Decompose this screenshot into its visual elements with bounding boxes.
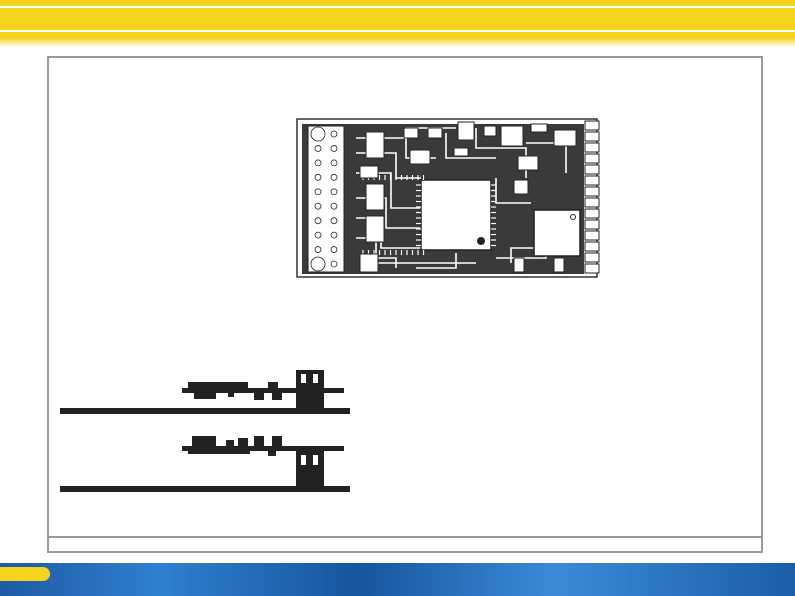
component: [428, 128, 442, 138]
header-pin: [315, 232, 321, 238]
header-pin: [315, 218, 321, 224]
header-pin: [315, 203, 321, 209]
carrier-board: [60, 486, 350, 492]
pcb-top-view: [296, 118, 606, 280]
edge-pad: [585, 198, 599, 207]
header-band: [0, 0, 795, 38]
pin-header: [308, 126, 344, 272]
header-pin: [331, 145, 337, 151]
header-pin: [315, 145, 321, 151]
component: [531, 124, 547, 132]
edge-pad: [585, 143, 599, 152]
page-number-tab: [0, 567, 50, 581]
carrier-board: [60, 408, 350, 414]
side-view-connector-bottom: [58, 432, 352, 494]
header-pin: [331, 261, 337, 267]
connector-plug: [296, 393, 324, 408]
component: [366, 184, 384, 210]
component: [484, 126, 496, 136]
components-bottom: [188, 451, 250, 454]
edge-pad: [585, 121, 599, 130]
component: [360, 166, 378, 178]
header-fade: [0, 38, 795, 47]
component: [554, 130, 576, 146]
connector-socket: [296, 370, 324, 388]
decoder-pcb: [182, 446, 344, 451]
component: [360, 254, 378, 272]
edge-pad: [585, 154, 599, 163]
header-stripe: [0, 30, 795, 32]
component: [366, 216, 384, 242]
component: [458, 122, 474, 140]
components-top: [188, 382, 248, 388]
edge-pad: [585, 220, 599, 229]
header-pin: [331, 174, 337, 180]
edge-pad: [585, 242, 599, 251]
header-pin: [331, 131, 337, 137]
component: [410, 150, 430, 164]
header-pin: [331, 203, 337, 209]
side-view-connector-top: [58, 364, 352, 420]
edge-pad: [585, 231, 599, 240]
component: [514, 258, 524, 272]
header-pin: [311, 257, 325, 271]
ic-pin1-marker: [477, 237, 485, 245]
decoder-pcb: [182, 388, 344, 393]
edge-pad: [585, 165, 599, 174]
header-pin: [311, 127, 325, 141]
component: [514, 180, 528, 194]
component: [554, 258, 564, 272]
header-stripe: [0, 6, 795, 8]
header-pin: [331, 189, 337, 195]
component: [404, 128, 418, 138]
footer-band: [0, 563, 795, 596]
header-pin: [315, 189, 321, 195]
edge-pad: [585, 132, 599, 141]
components-top: [192, 436, 216, 446]
header-pin: [331, 247, 337, 253]
connector-socket: [296, 451, 324, 471]
edge-pad: [585, 187, 599, 196]
header-pin: [315, 247, 321, 253]
header-pin: [331, 218, 337, 224]
frame-divider: [47, 536, 763, 538]
components-bottom: [194, 393, 216, 399]
header-pin: [315, 174, 321, 180]
component: [454, 148, 468, 156]
connector-plug: [296, 471, 324, 486]
header-pin: [331, 232, 337, 238]
edge-pad: [585, 253, 599, 262]
edge-pad: [585, 209, 599, 218]
edge-pad: [585, 264, 599, 273]
header-pin: [331, 160, 337, 166]
header-pin: [315, 160, 321, 166]
component: [366, 132, 384, 158]
edge-pad: [585, 176, 599, 185]
component: [518, 156, 538, 170]
component: [501, 126, 523, 146]
